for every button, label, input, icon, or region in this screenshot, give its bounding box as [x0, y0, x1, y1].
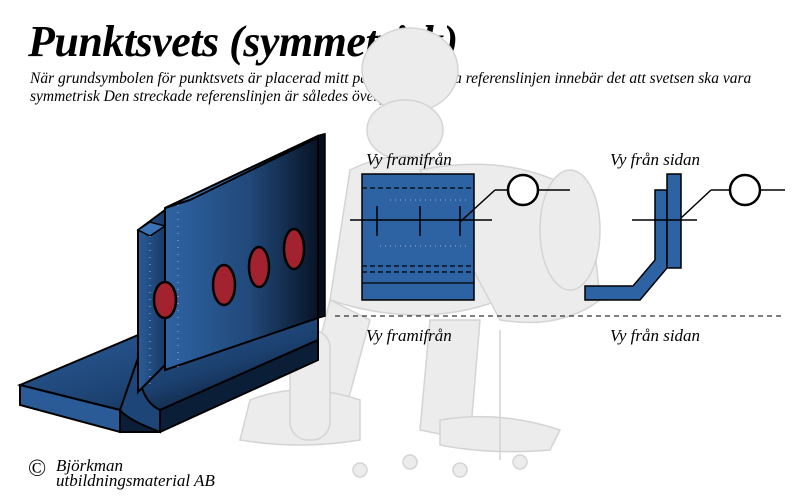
copyright-icon: ©	[28, 456, 47, 482]
spot-weld	[152, 280, 178, 320]
copyright-line-2: utbildningsmaterial AB	[56, 471, 215, 490]
spot-weld	[247, 245, 271, 289]
spot-weld-symbol-icon	[728, 173, 762, 207]
label-side-view-bottom: Vy från sidan	[610, 326, 701, 345]
spot-weld-symbol-icon	[506, 173, 540, 207]
side-view-drawing	[584, 173, 785, 301]
spot-weld	[211, 263, 237, 307]
label-side-view-top: Vy från sidan	[610, 150, 701, 169]
spot-weld	[282, 227, 306, 271]
label-front-view-bottom: Vy framifrån	[366, 326, 452, 345]
front-view-drawing	[350, 173, 570, 301]
copyright-line-1: Björkman	[56, 456, 124, 475]
copyright-notice: © Björkman utbildningsmaterial AB	[28, 456, 215, 490]
steel-part-3d	[16, 133, 326, 434]
label-front-view-top: Vy framifrån	[366, 150, 452, 169]
